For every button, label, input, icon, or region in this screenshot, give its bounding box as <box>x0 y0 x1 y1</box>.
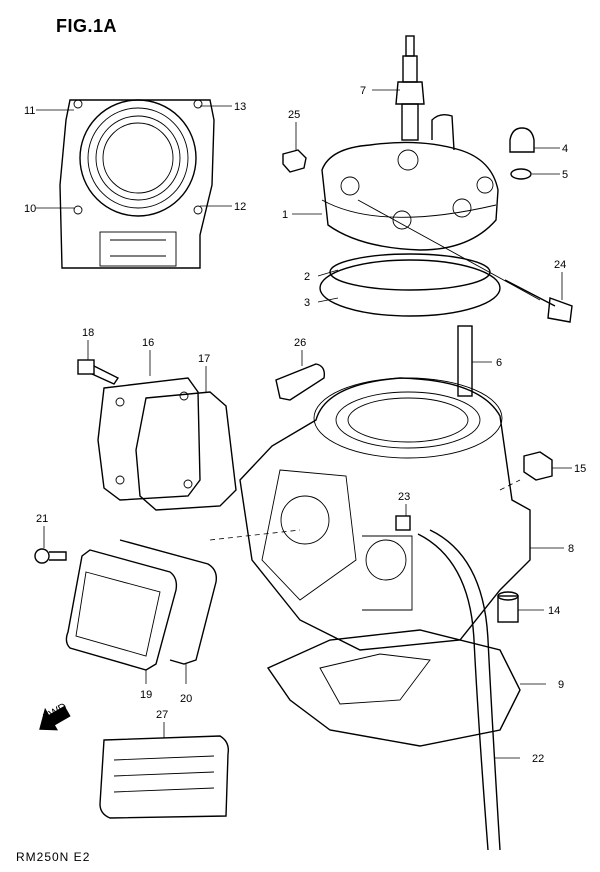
callout-9: 9 <box>558 679 564 691</box>
callout-12: 12 <box>234 201 246 213</box>
callout-18: 18 <box>82 327 94 339</box>
callout-14: 14 <box>548 605 560 617</box>
cylinder-body <box>239 377 531 651</box>
callout-13: 13 <box>234 101 246 113</box>
cylinder-top-inset <box>59 99 215 269</box>
callout-5: 5 <box>562 169 568 181</box>
callout-16: 16 <box>142 337 154 349</box>
bracket <box>275 363 326 401</box>
exhaust-gaskets <box>97 377 237 511</box>
model-code: RM250N E2 <box>16 850 91 864</box>
callout-26: 26 <box>294 337 306 349</box>
callout-15: 15 <box>574 463 586 475</box>
reed-cover <box>65 539 218 671</box>
base-gasket <box>266 629 521 747</box>
callout-20: 20 <box>180 693 192 705</box>
callout-numbers: 11 10 13 12 7 25 4 5 1 2 3 24 6 26 18 16… <box>24 85 586 765</box>
screw-23 <box>395 515 411 531</box>
callout-3: 3 <box>304 297 310 309</box>
callout-1: 1 <box>282 209 288 221</box>
spark-plug <box>395 35 425 141</box>
figure-title: FIG.1A <box>56 16 118 36</box>
callout-2: 2 <box>304 271 310 283</box>
callout-24: 24 <box>554 259 566 271</box>
callout-11: 11 <box>24 105 35 117</box>
nut-15 <box>523 451 553 481</box>
cap-nut <box>509 127 535 180</box>
callout-19: 19 <box>140 689 152 701</box>
callout-21: 21 <box>36 513 48 525</box>
bolt-18 <box>77 359 120 385</box>
callout-27: 27 <box>156 709 168 721</box>
callout-4: 4 <box>562 143 568 155</box>
callout-23: 23 <box>398 491 410 503</box>
stud-bolt <box>457 325 473 397</box>
nut-25 <box>282 149 307 173</box>
callout-17: 17 <box>198 353 210 365</box>
callout-6: 6 <box>496 357 502 369</box>
callout-7: 7 <box>360 85 366 97</box>
label-plate <box>99 735 230 819</box>
callout-8: 8 <box>568 543 574 555</box>
long-bolt <box>357 199 573 323</box>
callout-10: 10 <box>24 203 36 215</box>
screw-21 <box>34 548 67 564</box>
breather-hose <box>417 529 501 851</box>
leader-lines <box>36 89 572 759</box>
cylinder-head <box>321 113 499 251</box>
dowel-pin <box>497 591 519 623</box>
callout-22: 22 <box>532 753 544 765</box>
callout-25: 25 <box>288 109 300 121</box>
fwd-arrow-icon: FWD <box>39 701 71 731</box>
